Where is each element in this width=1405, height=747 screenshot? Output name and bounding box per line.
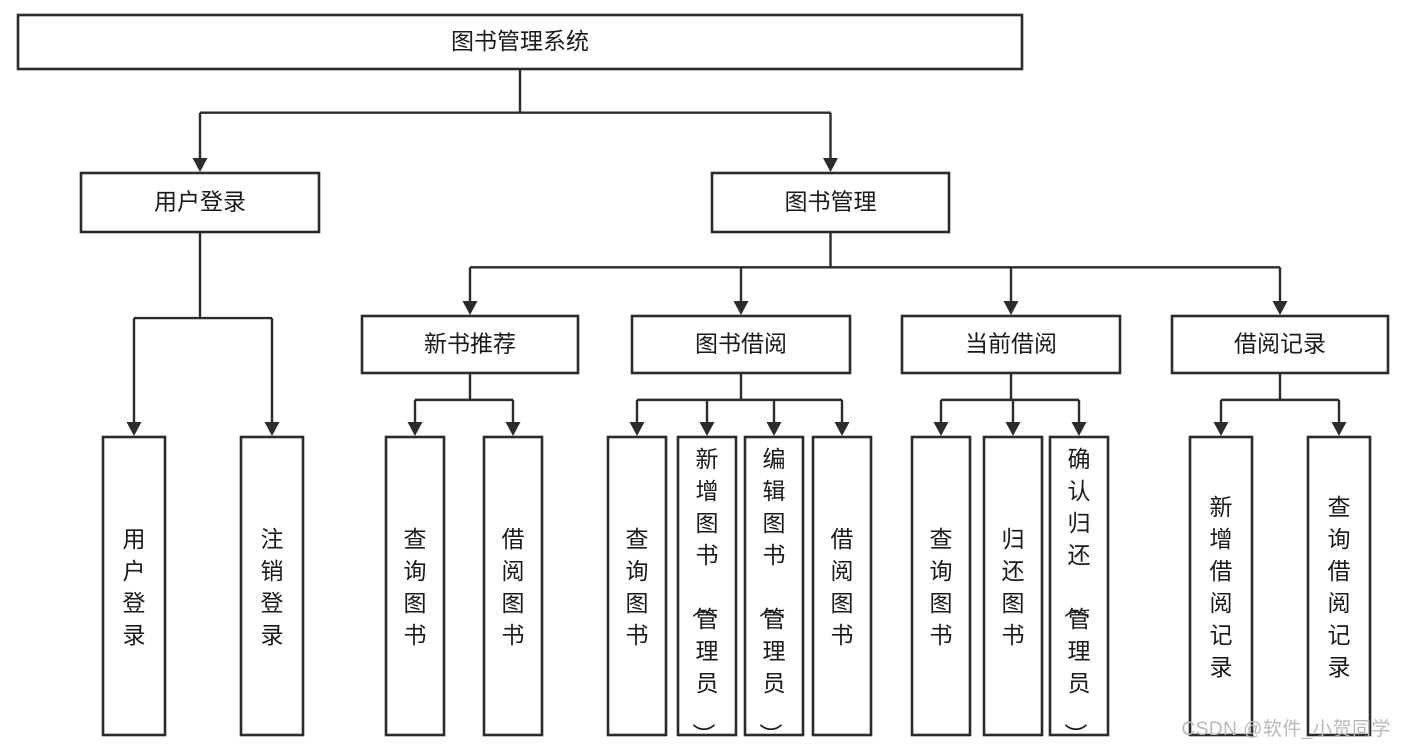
node-box [384, 435, 446, 737]
node-label: 注销登录 [261, 526, 284, 648]
node-l-newrec-1[interactable]: 查询图书 [384, 435, 446, 737]
node-label: 新增借阅记录 [1210, 494, 1233, 680]
arrow-head-icon [126, 422, 142, 436]
node-root[interactable]: 图书管理系统 [16, 13, 1024, 71]
node-label: 确认归还（管理员） [1063, 446, 1091, 746]
arrow-head-icon [629, 422, 645, 436]
node-label: 查询图书 [930, 526, 953, 648]
node-label: 图书借阅 [695, 331, 787, 357]
arrow-head-icon [505, 422, 521, 436]
node-label: 查询图书 [626, 526, 649, 648]
node-label: 归还图书 [1002, 526, 1025, 648]
node-l-borrow-3[interactable]: 编辑图书（管理员） [743, 435, 805, 746]
node-l-cur-2[interactable]: 归还图书 [982, 435, 1044, 737]
node-box [101, 435, 167, 737]
node-box [910, 435, 972, 737]
node-box [1188, 435, 1254, 737]
node-box [1170, 314, 1390, 375]
node-box [676, 435, 738, 737]
arrow-head-icon [1331, 422, 1347, 436]
arrow-head-icon [1213, 422, 1229, 436]
node-box [239, 435, 305, 737]
arrow-head-icon [766, 422, 782, 436]
node-box [79, 171, 321, 234]
node-n-record[interactable]: 借阅记录 [1170, 314, 1390, 375]
node-n-borrow[interactable]: 图书借阅 [630, 314, 852, 375]
arrow-head-icon [1272, 301, 1288, 315]
node-n-newrec[interactable]: 新书推荐 [360, 314, 580, 375]
node-label: 图书管理系统 [451, 28, 589, 54]
node-l-newrec-2[interactable]: 借阅图书 [482, 435, 544, 737]
node-label: 用户登录 [123, 526, 146, 648]
node-l-cur-1[interactable]: 查询图书 [910, 435, 972, 737]
node-label: 编辑图书（管理员） [758, 446, 786, 746]
node-l-borrow-4[interactable]: 借阅图书 [811, 435, 873, 737]
arrow-head-icon [733, 301, 749, 315]
node-label: 新增图书（管理员） [691, 446, 719, 746]
node-label: 图书管理 [785, 189, 877, 215]
node-label: 新书推荐 [424, 331, 516, 357]
node-l-login-2[interactable]: 注销登录 [239, 435, 305, 737]
node-box [360, 314, 580, 375]
node-box [710, 171, 951, 234]
node-box [1048, 435, 1110, 737]
node-box [630, 314, 852, 375]
node-box [606, 435, 668, 737]
arrow-head-icon [1071, 422, 1087, 436]
arrow-head-icon [407, 422, 423, 436]
node-label: 借阅记录 [1234, 331, 1326, 357]
node-box [900, 314, 1122, 375]
node-l-borrow-2[interactable]: 新增图书（管理员） [676, 435, 738, 746]
arrow-head-icon [699, 422, 715, 436]
arrow-head-icon [462, 301, 478, 315]
arrow-head-icon [264, 422, 280, 436]
node-n-login[interactable]: 用户登录 [79, 171, 321, 234]
node-n-bookmgr[interactable]: 图书管理 [710, 171, 951, 234]
arrow-head-icon [192, 158, 208, 172]
arrow-head-icon [823, 158, 838, 172]
node-box [482, 435, 544, 737]
node-box [811, 435, 873, 737]
node-label: 当前借阅 [965, 331, 1057, 357]
node-box [16, 13, 1024, 71]
connector-layer [126, 69, 1347, 436]
arrow-head-icon [834, 422, 850, 436]
node-box [743, 435, 805, 737]
node-box [982, 435, 1044, 737]
node-l-login-1[interactable]: 用户登录 [101, 435, 167, 737]
node-n-current[interactable]: 当前借阅 [900, 314, 1122, 375]
arrow-head-icon [933, 422, 949, 436]
node-label: 借阅图书 [831, 526, 854, 648]
node-label: 查询图书 [404, 526, 427, 648]
node-l-cur-3[interactable]: 确认归还（管理员） [1048, 435, 1110, 746]
node-l-rec-1[interactable]: 新增借阅记录 [1188, 435, 1254, 737]
arrow-head-icon [1003, 301, 1019, 315]
node-layer: 图书管理系统用户登录图书管理新书推荐图书借阅当前借阅借阅记录用户登录注销登录查询… [16, 13, 1390, 746]
arrow-head-icon [1005, 422, 1021, 436]
node-l-borrow-1[interactable]: 查询图书 [606, 435, 668, 737]
node-label: 借阅图书 [502, 526, 525, 648]
node-label: 用户登录 [154, 189, 246, 215]
node-l-rec-2[interactable]: 查询借阅记录 [1306, 435, 1372, 737]
node-label: 查询借阅记录 [1328, 494, 1351, 680]
node-box [1306, 435, 1372, 737]
